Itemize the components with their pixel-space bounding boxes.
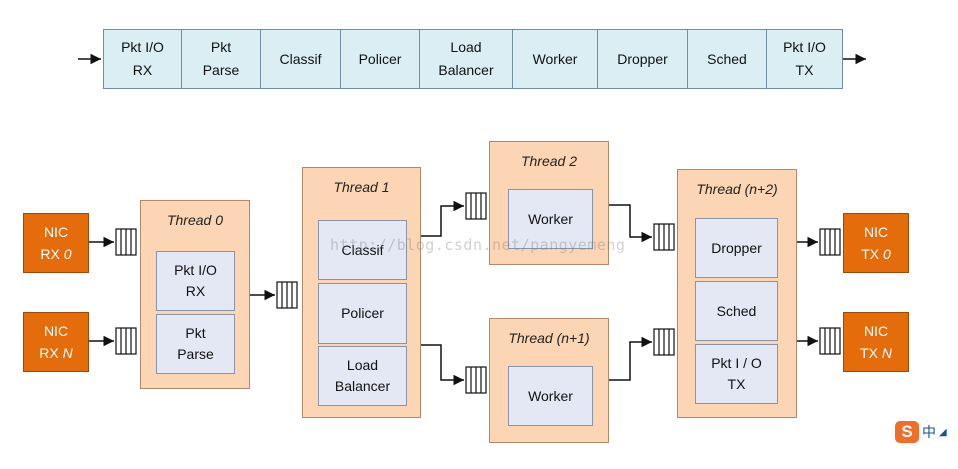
arrow-thread1-to-thread-n1 — [421, 344, 464, 386]
queue-icon-thread-n2-in-top — [653, 223, 675, 251]
thread-1-stage-classif: Classif — [318, 220, 407, 280]
pipeline-stage-pkt-parse: Pkt Parse — [181, 29, 261, 89]
nic-tx-0-sub: TX 0 — [861, 246, 891, 262]
sogou-ime-icon[interactable]: S — [895, 421, 919, 443]
thread-n-plus-2-stage-pkt-io-tx: Pkt I / O TX — [695, 344, 778, 404]
thread-1-title: Thread 1 — [333, 179, 390, 195]
thread-n-plus-1-stage-worker: Worker — [508, 366, 593, 426]
thread-n-plus-2-stage-dropper: Dropper — [695, 218, 778, 278]
ime-more-icon: ◢ — [939, 426, 947, 438]
arrow-thread1-to-thread2 — [421, 200, 464, 237]
nic-tx-n-sub: TX N — [860, 345, 892, 361]
thread-2-title: Thread 2 — [520, 153, 578, 169]
queue-icon-rxn — [115, 327, 137, 355]
thread-n-plus-1: Thread (n+1) Worker — [489, 318, 609, 443]
watermark-url: http://blog.csdn.net/pangyemeng — [330, 236, 626, 254]
pipeline-stage-dropper: Dropper — [597, 29, 688, 89]
nic-rx-n-label: NIC — [43, 323, 69, 339]
pipeline-stage-policer: Policer — [340, 29, 420, 89]
thread-n-plus-1-title: Thread (n+1) — [508, 330, 590, 346]
queue-icon-thread1-in — [276, 281, 298, 309]
thread-n-plus-2: Thread (n+2) Dropper Sched Pkt I / O TX — [677, 169, 797, 418]
nic-rx-0-sub: RX 0 — [40, 246, 72, 262]
nic-rx-n: NIC RX N — [23, 312, 89, 372]
pipeline-stage-load-balancer: Load Balancer — [419, 29, 513, 89]
queue-icon-thread-n2-in-bottom — [653, 328, 675, 356]
ime-indicator[interactable]: S 中 ◢ — [895, 421, 947, 443]
thread-1: Thread 1 Classif Policer Load Balancer — [302, 167, 421, 418]
thread-2: Thread 2 Worker — [489, 141, 609, 265]
thread-0: Thread 0 Pkt I/O RX Pkt Parse — [140, 200, 250, 389]
nic-tx-n: NIC TX N — [843, 312, 909, 372]
nic-tx-0-label: NIC — [863, 224, 889, 240]
queue-icon-thread-n1-in — [465, 366, 487, 394]
nic-tx-n-label: NIC — [863, 323, 889, 339]
thread-0-stage-pkt-parse: Pkt Parse — [156, 314, 235, 374]
thread-n-plus-2-stage-sched: Sched — [695, 281, 778, 341]
arrow-thread-n1-to-thread-n2 — [609, 336, 652, 381]
thread-0-title: Thread 0 — [166, 212, 224, 228]
nic-rx-0: NIC RX 0 — [23, 213, 89, 273]
pipeline-stage-sched: Sched — [687, 29, 767, 89]
thread-1-stage-policer: Policer — [318, 283, 407, 344]
queue-icon-rx0 — [115, 228, 137, 256]
nic-rx-n-sub: RX N — [39, 345, 73, 361]
nic-rx-0-label: NIC — [43, 224, 69, 240]
pipeline-stage-pkt-io-tx: Pkt I/O TX — [766, 29, 843, 89]
pipeline-stage-classif: Classif — [260, 29, 341, 89]
queue-icon-txn — [819, 327, 841, 355]
pipeline-stage-pkt-io-rx: Pkt I/O RX — [103, 29, 182, 89]
pipeline-stage-worker: Worker — [512, 29, 598, 89]
arrow-thread2-to-thread-n2 — [609, 204, 652, 243]
thread-n-plus-2-title: Thread (n+2) — [696, 181, 778, 197]
thread-2-stage-worker: Worker — [508, 189, 593, 249]
queue-icon-thread2-in — [465, 192, 487, 220]
queue-icon-tx0 — [819, 228, 841, 256]
nic-tx-0: NIC TX 0 — [843, 213, 909, 273]
thread-0-stage-pkt-io-rx: Pkt I/O RX — [156, 251, 235, 311]
thread-1-stage-load-balancer: Load Balancer — [318, 346, 407, 406]
ime-mode-label[interactable]: 中 — [922, 425, 936, 441]
